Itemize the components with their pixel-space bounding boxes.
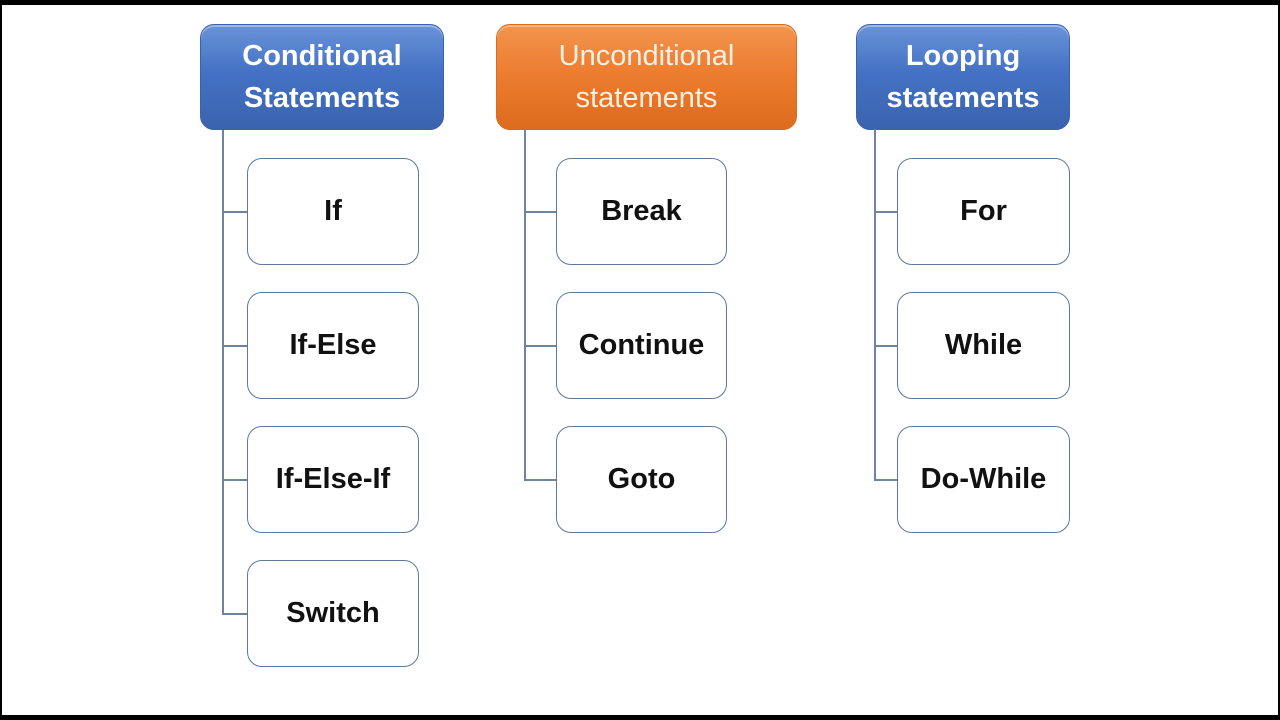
connector-line: [874, 345, 897, 347]
connector-line: [222, 211, 247, 213]
node-for: For: [897, 158, 1070, 265]
connector-line: [222, 130, 224, 615]
header-unconditional-statements: Unconditional statements: [496, 24, 797, 130]
header-looping-statements: Looping statements: [856, 24, 1070, 130]
connector-line: [874, 129, 876, 481]
node-if: If: [247, 158, 419, 265]
node-if-else: If-Else: [247, 292, 419, 399]
connector-line: [874, 211, 897, 213]
connector-line: [524, 130, 526, 481]
node-break: Break: [556, 158, 727, 265]
connector-line: [524, 211, 556, 213]
connector-line: [222, 479, 247, 481]
connector-line: [222, 345, 247, 347]
node-goto: Goto: [556, 426, 727, 533]
connector-line: [524, 479, 556, 481]
connector-line: [222, 613, 247, 615]
connector-line: [874, 479, 897, 481]
header-conditional-statements: Conditional Statements: [200, 24, 444, 130]
connector-line: [524, 345, 556, 347]
node-switch: Switch: [247, 560, 419, 667]
node-if-else-if: If-Else-If: [247, 426, 419, 533]
node-continue: Continue: [556, 292, 727, 399]
node-while: While: [897, 292, 1070, 399]
node-do-while: Do-While: [897, 426, 1070, 533]
